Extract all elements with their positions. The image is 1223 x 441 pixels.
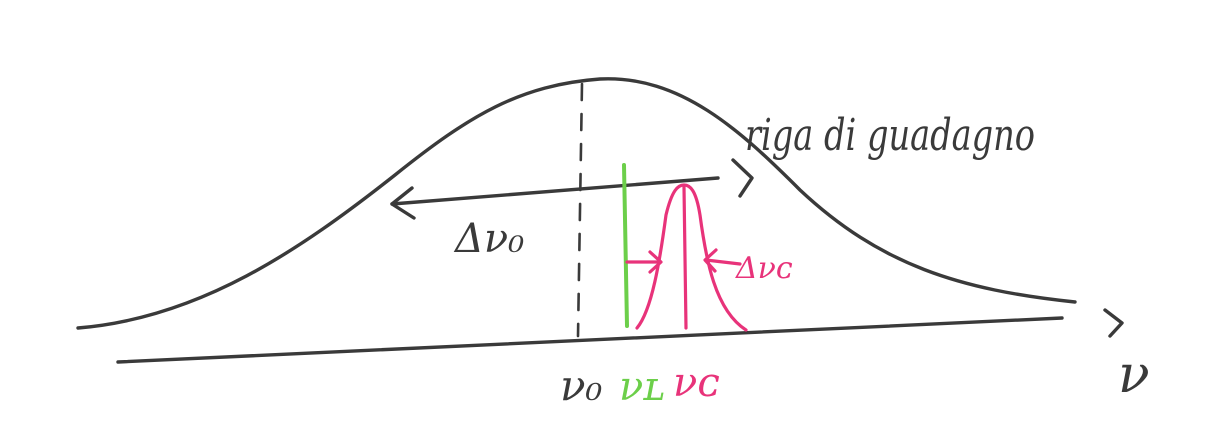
nuL-label: νʟ (619, 364, 665, 410)
doppler-width-label: Δν₀ (453, 216, 524, 262)
linewidth-arrow-left (625, 250, 663, 274)
nuC-label: νᴄ (673, 360, 720, 406)
center-dashed-line (576, 82, 584, 338)
gain-line-note-text: riga di guadagno (745, 110, 1035, 161)
cavity-center-line (682, 185, 688, 330)
cavity-mode-curve (635, 183, 748, 332)
frequency-axis (116, 316, 1064, 364)
nu0-label: ν₀ (560, 361, 603, 410)
linewidth-arrow-right (703, 248, 742, 273)
doppler-arrowhead-right (731, 158, 754, 198)
doppler-arrowhead-left (390, 186, 416, 220)
axis-label: ν (1118, 345, 1150, 405)
gain-line-note: riga di guadagno (745, 110, 1035, 161)
gain-curve (76, 77, 1077, 330)
doppler-width-arrow (390, 176, 720, 206)
linewidth-label: Δνᴄ (735, 251, 793, 286)
axis-arrowhead (1103, 308, 1124, 338)
laser-frequency-line (622, 163, 629, 328)
